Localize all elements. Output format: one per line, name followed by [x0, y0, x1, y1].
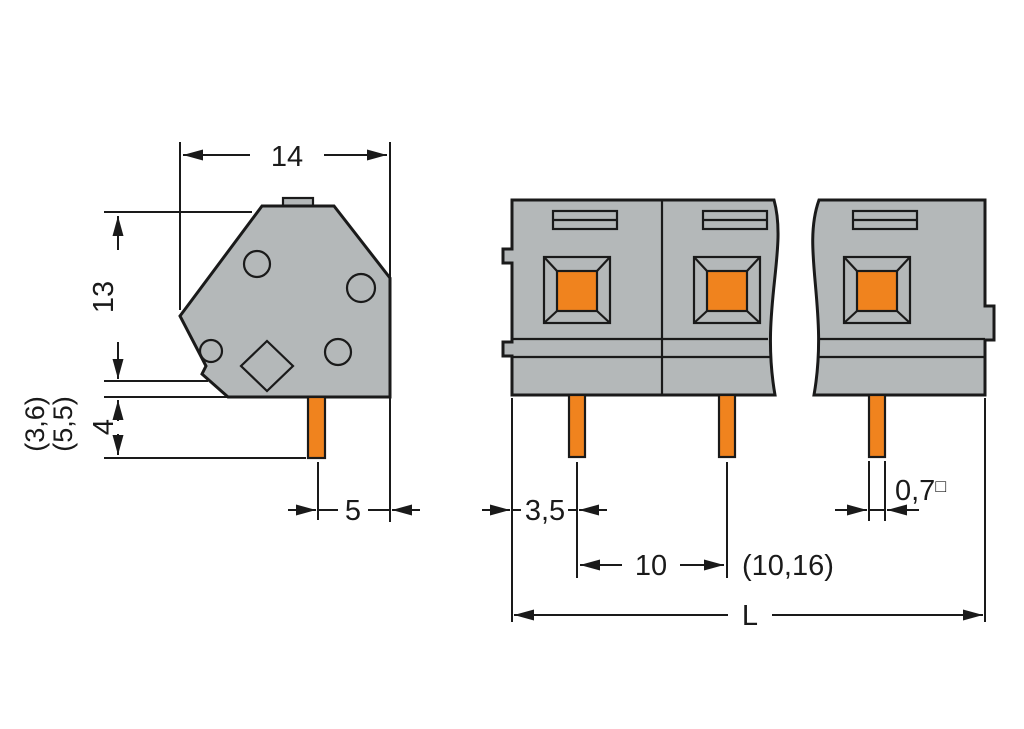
dimension-labels: 14 13 (3,6) (5,5) 4 5 3,5 0,7□ 10 (10,16… [20, 141, 946, 632]
dim-label-overall-length: L [742, 600, 758, 632]
dim-edge-to-pole-3-5 [482, 398, 607, 622]
dim-label-pitch: 10 [635, 550, 667, 582]
pushbutton-recess [842, 255, 912, 325]
side-body-group [178, 196, 392, 399]
solder-pin [867, 393, 887, 459]
dim-height-13 [104, 211, 252, 382]
pushbutton-recess [542, 255, 612, 325]
pushbutton [705, 269, 749, 313]
dim-label-pin-alt-2: (5,5) [48, 396, 78, 452]
side-pin-group [306, 395, 327, 460]
dim-width-14 [179, 142, 391, 522]
drawing-root: 14 13 (3,6) (5,5) 4 5 3,5 0,7□ 10 (10,16… [20, 141, 996, 632]
dim-label-pin-alt-1: (3,6) [20, 396, 50, 452]
pushbutton [555, 269, 599, 313]
clamp-hole-lower-mid [323, 337, 353, 367]
dim-pin-to-edge-5 [288, 462, 420, 520]
front-body-right-segment [811, 198, 996, 397]
diamond-opening [239, 339, 295, 393]
vent-slots [551, 209, 919, 231]
solder-pin [717, 393, 737, 459]
clamp-hole-top [242, 249, 272, 279]
dim-label-pin-to-edge: 5 [345, 495, 361, 527]
front-view [501, 198, 996, 459]
dim-pin-length-4 [104, 396, 306, 459]
dim-label-pin-width: 0,7□ [895, 475, 946, 507]
dim-pitch-10 [580, 462, 728, 578]
solder-pin-side [306, 395, 327, 460]
clamp-hole-lower-left [198, 338, 224, 364]
dim-overall-length [514, 398, 986, 622]
dim-label-height: 13 [88, 281, 120, 313]
side-view [178, 196, 392, 460]
front-body-group [501, 198, 996, 397]
dim-pin-width-0-7 [835, 461, 919, 521]
dim-label-pin-length: 4 [88, 419, 120, 435]
front-body-left-segment [501, 198, 780, 397]
dimension-lines [104, 142, 986, 622]
pushbutton-recesses [542, 255, 912, 325]
dim-label-width: 14 [271, 141, 303, 173]
front-orange-group [555, 269, 899, 459]
dim-label-pitch-alt: (10,16) [742, 550, 834, 582]
dim-label-edge-to-pole: 3,5 [525, 495, 565, 527]
clamp-hole-right [345, 272, 377, 304]
square-symbol: □ [935, 476, 946, 496]
solder-pin [567, 393, 587, 459]
pushbutton-recess [692, 255, 762, 325]
pushbutton [855, 269, 899, 313]
